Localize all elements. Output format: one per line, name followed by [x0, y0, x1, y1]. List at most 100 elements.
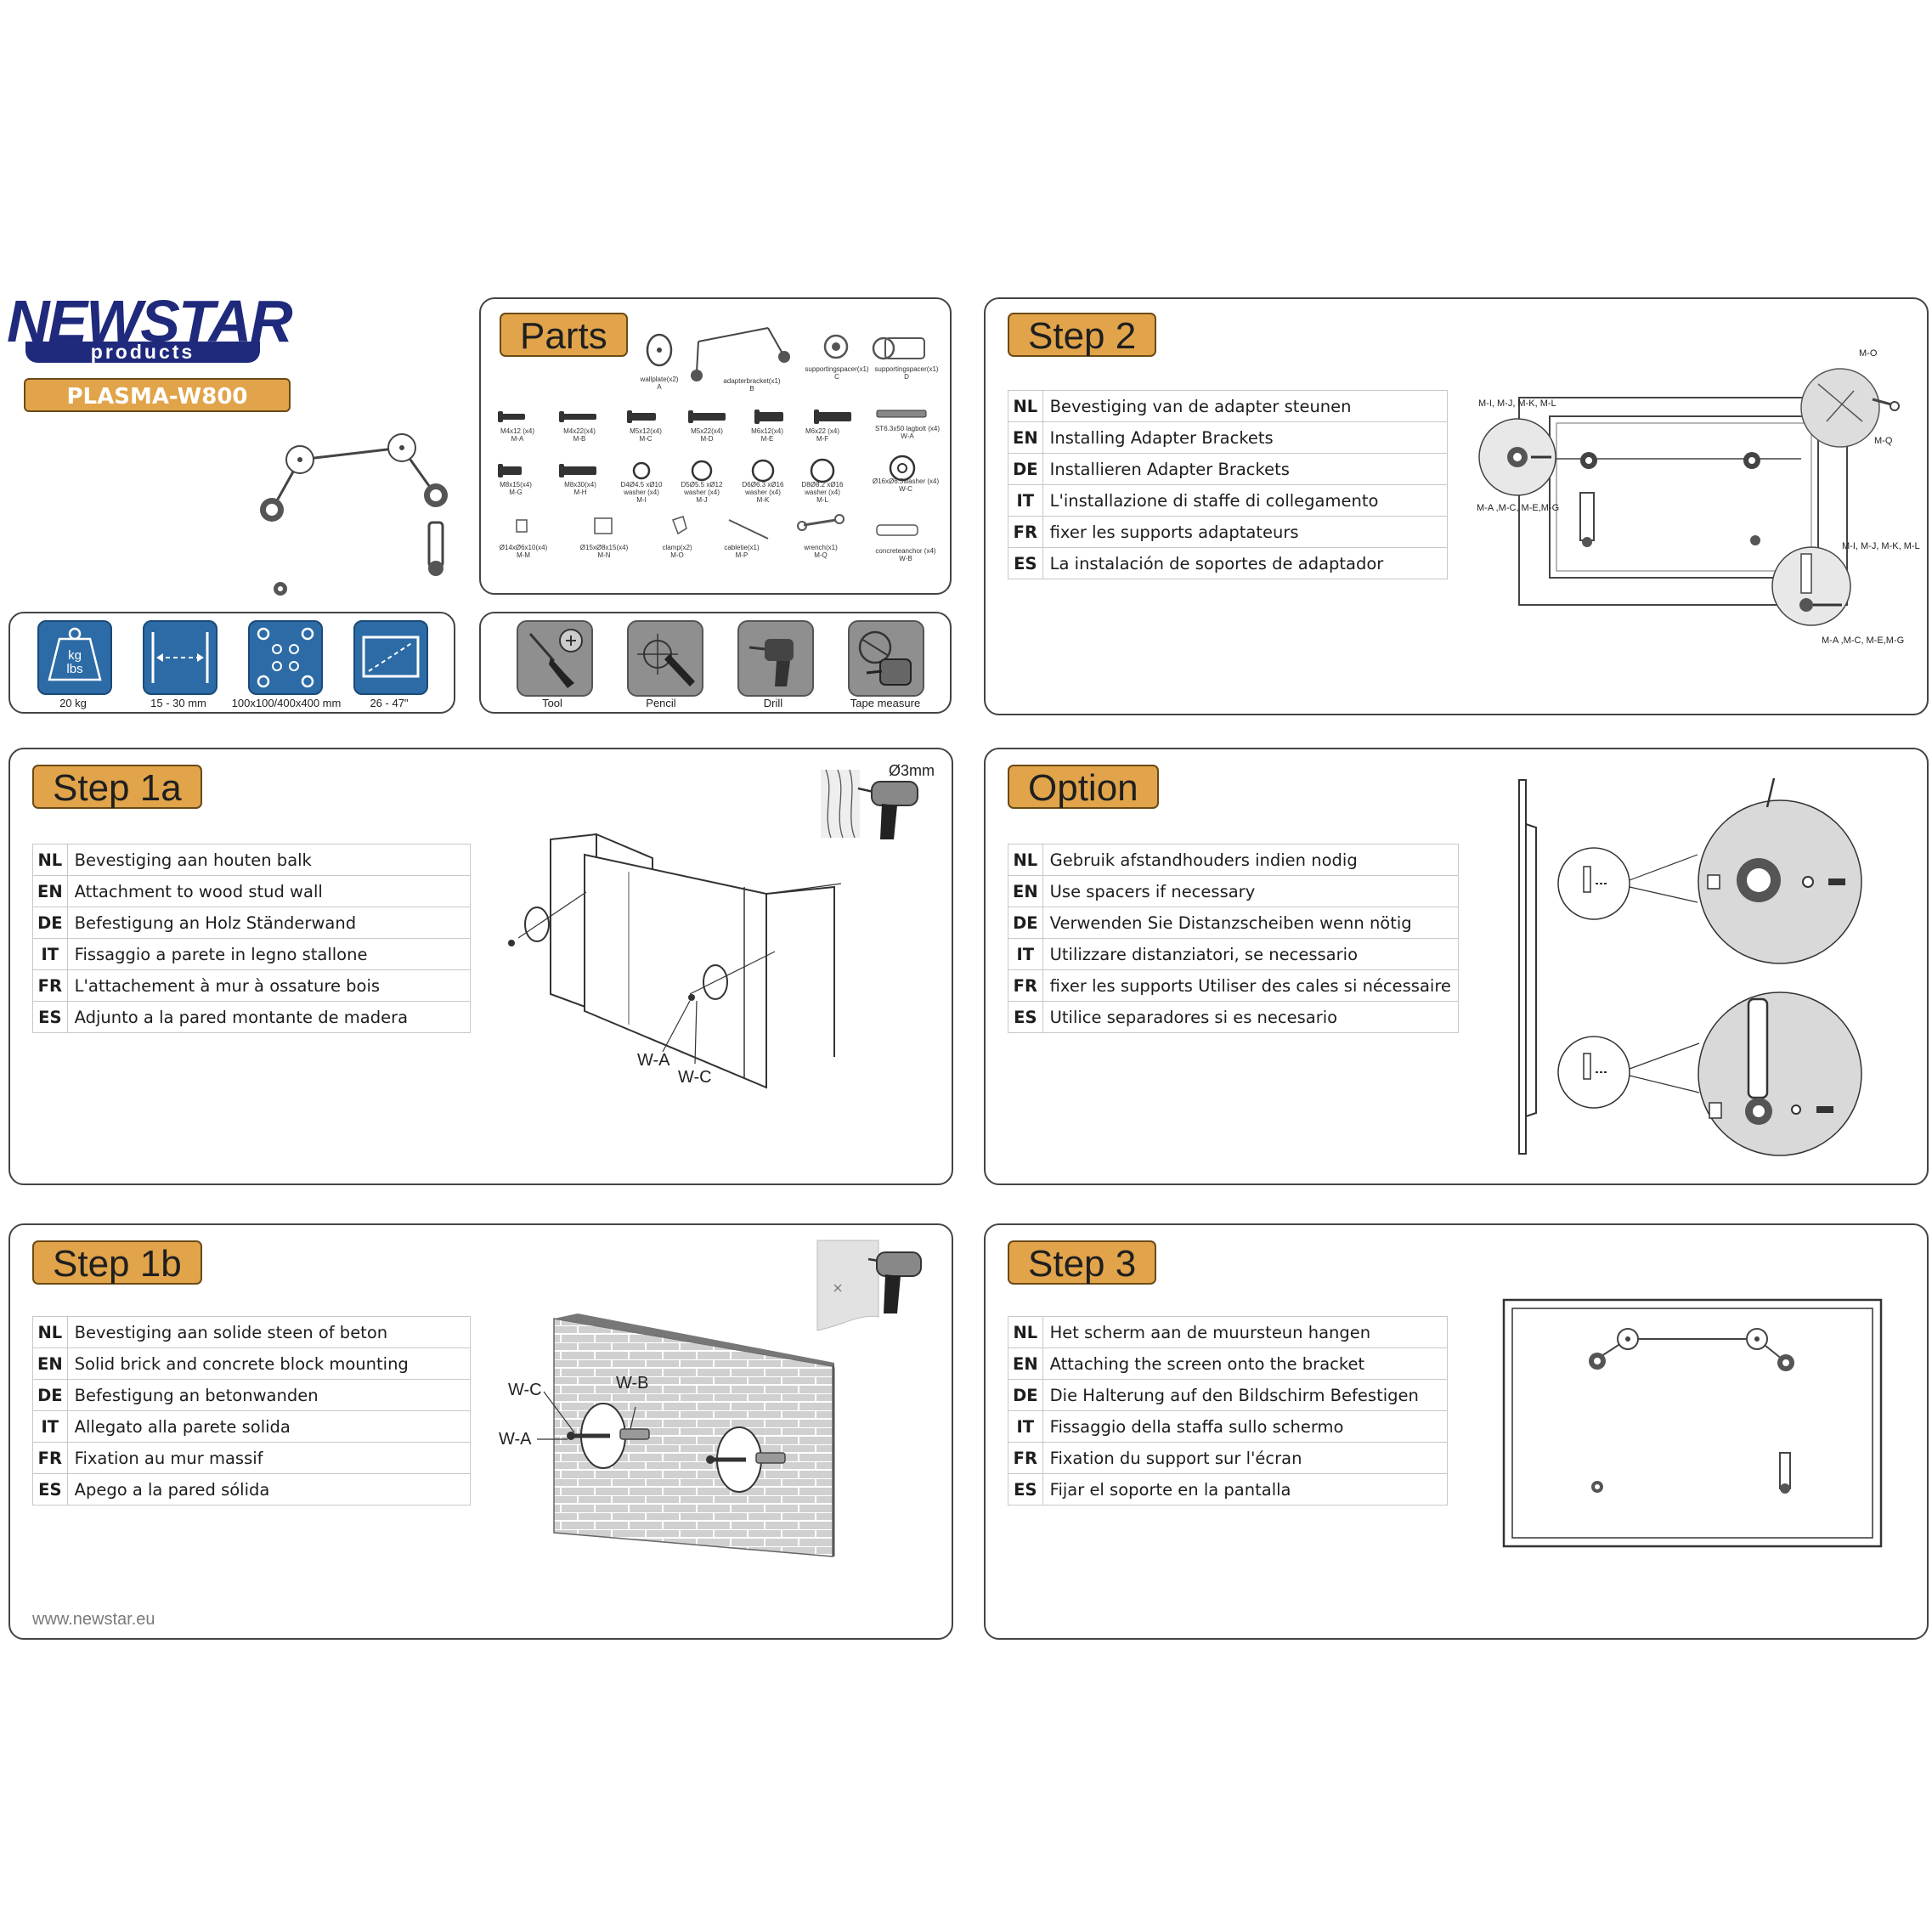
part-mi-label: D4Ø4.5 xØ10 washer (x4)M-I: [620, 481, 663, 504]
svg-text:lbs: lbs: [66, 662, 82, 676]
model-badge: PLASMA-W800: [24, 378, 291, 412]
part-c-label: supportingspacer(x1)C: [805, 365, 869, 381]
part-wc-label: Ø16xØ6.3washer (x4)W-C: [872, 477, 940, 493]
step1b-drill-inset: [816, 1240, 922, 1331]
pencil-icon: [627, 620, 703, 697]
tool-label-drill: Drill: [763, 697, 783, 709]
step2-label-clamp: M-O: [1859, 348, 1878, 359]
step1b-brick-wall-diagram: [537, 1313, 835, 1557]
step1a-drill-size: Ø3mm: [889, 762, 935, 779]
tool-label-tape-measure: Tape measure: [850, 697, 921, 709]
parts-row4-illustrations: [516, 514, 918, 539]
parts-title: Parts: [500, 313, 628, 357]
step2-title: Step 2: [1008, 313, 1157, 357]
step3-title: Step 3: [1008, 1240, 1157, 1285]
step2-label-bottom-left: M-A ,M-C, M-E,M-G: [1477, 503, 1560, 513]
tool-label-tool: Tool: [542, 697, 562, 709]
step2-diagram: [1478, 368, 1900, 626]
part-b-label: adapterbracket(x1)B: [723, 377, 781, 393]
part-mc-label: M5x12(x4)M-C: [630, 427, 662, 443]
part-mg-label: M8x15(x4)M-G: [500, 481, 532, 496]
part-mn-label: Ø15xØ8x15(x4)M-N: [579, 544, 629, 559]
part-mf-label: M6x22 (x4)M-F: [805, 427, 839, 443]
part-ml-label: D8Ø8.2 xØ16 washer (x4)M-L: [801, 481, 844, 504]
part-mp-label: cabletie(x1)M-P: [724, 544, 760, 559]
svg-text:kg: kg: [68, 648, 82, 663]
vesa-pattern-icon: [248, 620, 323, 695]
step1b-label-wc: W-C: [508, 1381, 542, 1399]
brand-logo: NEWSTAR products: [7, 291, 313, 367]
step1b-label-wb: W-B: [616, 1374, 649, 1393]
step3-screen-diagram: [1502, 1298, 1883, 1548]
website-link[interactable]: www.newstar.eu: [32, 1610, 155, 1629]
step1a-drill-inset: [821, 769, 918, 839]
part-a-label: wallplate(x2)A: [640, 376, 679, 391]
part-mq-label: wrench(x1)M-Q: [804, 544, 838, 559]
weight-icon: kg lbs: [37, 620, 112, 695]
tape-measure-icon: [848, 620, 924, 697]
parts-row2-screws: [498, 410, 927, 424]
screen-size-icon: [353, 620, 428, 695]
part-mb-label: M4x22(x4)M-B: [563, 427, 596, 443]
part-mk-label: D6Ø6.3 xØ16 washer (x4)M-K: [742, 481, 784, 504]
product-illustration: [260, 433, 448, 596]
part-ma-label: M4x12 (x4)M-A: [500, 427, 534, 443]
part-mo-label: clamp(x2)M-O: [662, 544, 692, 559]
spec-distance-label: 15 - 30 mm: [150, 697, 206, 709]
part-mm-label: Ø14xØ6x10(x4)M-M: [499, 544, 548, 559]
step2-label-wrench: M-Q: [1874, 436, 1893, 446]
spec-weight-label: 20 kg: [59, 697, 87, 709]
step2-label-bottom-right: M-A ,M-C, M-E,M-G: [1822, 636, 1905, 646]
logo-sub-text: products: [90, 341, 195, 363]
part-mj-label: D5Ø5.5 xØ12 washer (x4)M-J: [681, 481, 723, 504]
parts-row3-washers: [498, 455, 916, 483]
step1a-wood-stud-diagram: [508, 833, 842, 1089]
wall-distance-icon: [143, 620, 217, 695]
option-spacer-diagram: [1518, 777, 1862, 1156]
step1b-label-wa: W-A: [499, 1430, 532, 1449]
part-wa-label: ST6.3x50 lagbolt (x4)W-A: [874, 425, 941, 440]
part-wb-label: concreteanchor (x4)W-B: [875, 547, 936, 562]
step2-label-top-left: M-I, M-J, M-K, M-L: [1478, 398, 1556, 409]
part-mh-label: M8x30(x4)M-H: [564, 481, 596, 496]
tool-label-pencil: Pencil: [646, 697, 676, 709]
step1a-label-wa: W-A: [637, 1051, 670, 1070]
logo-sub-bar: [25, 342, 260, 363]
screwdriver-icon: [517, 620, 593, 697]
step2-label-right: M-I, M-J, M-K, M-L: [1842, 541, 1920, 551]
step1a-title: Step 1a: [32, 765, 202, 809]
spec-vesa-label: 100x100/400x400 mm: [231, 697, 342, 709]
